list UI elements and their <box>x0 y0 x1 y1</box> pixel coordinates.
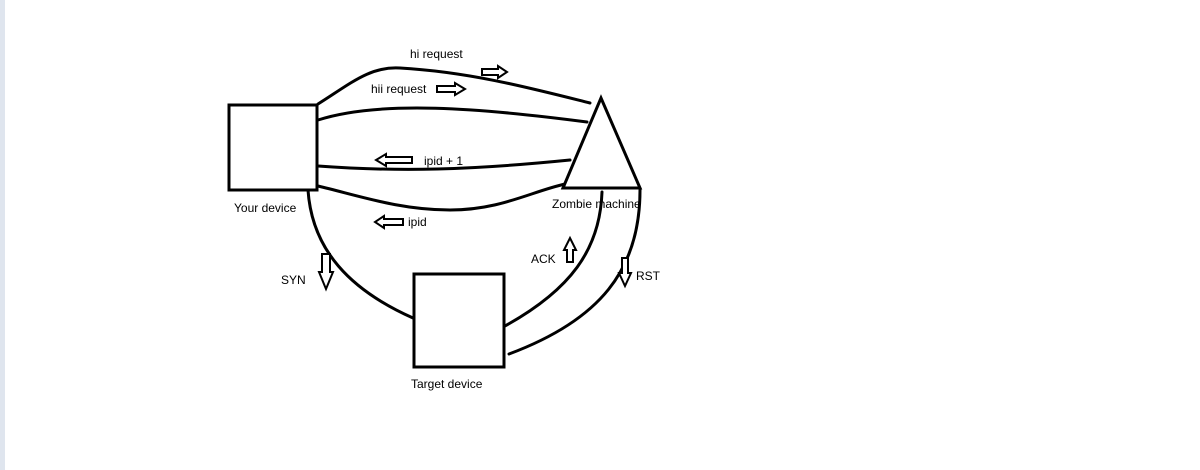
ipid-plus-1-link <box>316 158 572 171</box>
rst-down-arrow-icon <box>617 257 633 289</box>
ipid-link <box>316 182 567 212</box>
target-device-label: Target device <box>411 377 483 391</box>
ack-up-arrow-icon <box>562 235 578 263</box>
hii-request-label: hii request <box>371 82 427 96</box>
hi-request-link <box>316 66 592 106</box>
ipid-plus-1-left-arrow-icon <box>374 152 413 168</box>
hii-request-right-arrow-icon <box>436 81 467 97</box>
window-edge <box>0 0 5 470</box>
ipid-plus-1-label: ipid + 1 <box>424 154 463 168</box>
zombie-machine-triangle <box>560 94 643 190</box>
your-device-label: Your device <box>234 201 297 215</box>
hi-request-label: hi request <box>410 47 463 61</box>
target-device-box <box>412 272 506 369</box>
rst-label: RST <box>636 269 661 283</box>
ipid-left-arrow-icon <box>373 214 404 230</box>
hii-request-link <box>316 106 589 124</box>
syn-link <box>306 188 415 320</box>
hi-request-right-arrow-icon <box>481 64 509 80</box>
rst-link <box>507 188 642 356</box>
zombie-machine-label: Zombie machine <box>552 197 641 211</box>
your-device-box <box>227 103 319 192</box>
ipid-label: ipid <box>408 215 427 229</box>
syn-down-arrow-icon <box>317 253 335 292</box>
ack-link <box>503 190 604 328</box>
ack-label: ACK <box>531 252 556 266</box>
syn-label: SYN <box>281 273 306 287</box>
